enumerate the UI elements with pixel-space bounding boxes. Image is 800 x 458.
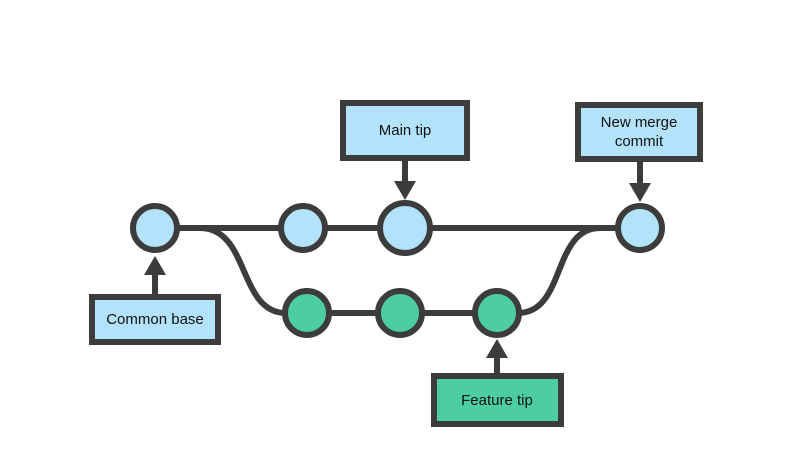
arrow-down-main-tip-icon (394, 161, 416, 200)
label-box-new-merge-commit[interactable]: New merge commit (575, 102, 703, 162)
commit-nodes (130, 200, 665, 338)
arrow-up-feature-tip-icon (486, 339, 508, 374)
label-box-feature-tip-rect (431, 373, 564, 427)
commit-node-main-2[interactable] (278, 203, 328, 253)
arrow-down-new-merge-commit-icon (629, 162, 651, 202)
label-box-new-merge-commit-text-line2: commit (615, 133, 664, 150)
label-box-feature-tip-text: Feature tip (461, 392, 533, 409)
arrow-up-common-base-icon (144, 256, 166, 295)
commit-node-main-tip[interactable] (377, 200, 433, 256)
commit-node-feature-2[interactable] (375, 288, 425, 338)
label-box-common-base-rect (89, 294, 221, 345)
commit-node-main-base[interactable] (130, 203, 180, 253)
edge-merge-curve (515, 225, 603, 316)
edge-branch-off-curve (197, 225, 289, 316)
branch-edges (172, 225, 623, 316)
commit-node-feature-1[interactable] (282, 288, 332, 338)
label-box-main-tip[interactable]: Main tip (340, 100, 470, 161)
label-box-common-base[interactable]: Common base (89, 294, 221, 345)
label-box-main-tip-text: Main tip (379, 122, 432, 139)
label-box-new-merge-commit-text-line1: New merge (601, 114, 678, 131)
label-box-new-merge-commit-rect (575, 102, 703, 162)
commit-node-merge-commit[interactable] (615, 203, 665, 253)
commit-node-feature-tip[interactable] (472, 288, 522, 338)
label-box-main-tip-rect (340, 100, 470, 161)
label-box-common-base-text: Common base (106, 311, 204, 328)
annotation-arrows (144, 161, 651, 374)
label-box-feature-tip[interactable]: Feature tip (431, 373, 564, 427)
